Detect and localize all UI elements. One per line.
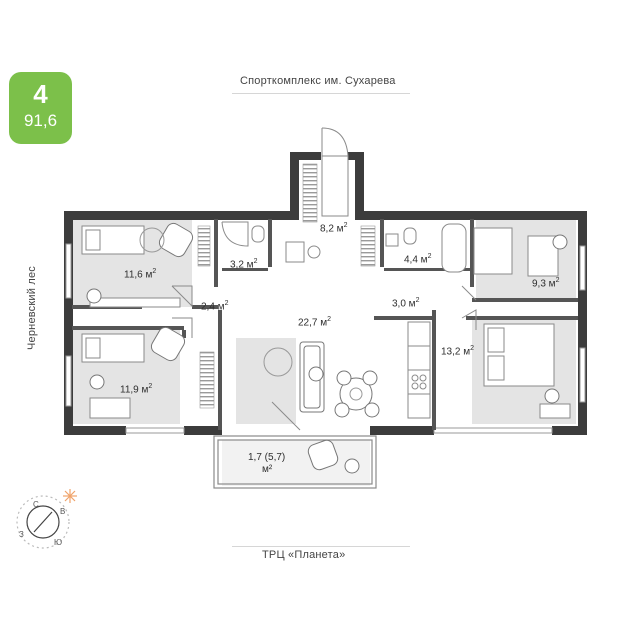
compass-east: В — [60, 507, 66, 516]
room-bath-left: 3,2 м2 — [230, 258, 258, 271]
beds — [81, 225, 555, 387]
balcony-door — [321, 127, 349, 217]
landmark-top-label: Спорткомплекс им. Сухарева — [240, 75, 396, 87]
room-corridor-top: 8,2 м2 — [320, 222, 348, 235]
apartment-badge: 4 91,6 — [9, 72, 72, 144]
room-loggia: 1,7 (5,7) — [248, 452, 286, 463]
interior-walls — [72, 219, 578, 430]
loggia-furniture — [344, 458, 360, 474]
room-bedroom-se: 13,2 м2 — [441, 345, 475, 358]
loggia-frame — [213, 435, 377, 489]
room-bedroom-sw: 11,9 м2 — [120, 383, 153, 396]
door-swings — [171, 285, 477, 431]
kitchen-unit — [407, 321, 431, 419]
living-furniture — [299, 341, 380, 418]
total-area: 91,6 — [23, 111, 58, 130]
sun-icon — [63, 489, 77, 503]
compass-south: Ю — [54, 538, 63, 547]
exterior-walls — [64, 152, 587, 435]
room-bedroom-ne: 9,3 м2 — [532, 277, 560, 290]
armchairs — [150, 222, 339, 471]
landmark-top-divider — [232, 93, 410, 94]
bathroom-fixtures — [221, 221, 467, 273]
compass — [16, 495, 70, 549]
room-loggia-unit: м² — [262, 464, 273, 475]
room-bath-right: 4,4 м2 — [404, 253, 432, 266]
floor-living-rug — [236, 338, 296, 424]
room-hall-left: 2,4 м2 — [201, 300, 229, 313]
chairs — [86, 234, 568, 404]
room-count: 4 — [33, 79, 48, 109]
compass-west: З — [19, 530, 24, 539]
room-bedroom-nw: 11,6 м2 — [124, 268, 157, 281]
landmark-bottom-divider — [232, 546, 410, 547]
landmark-bottom-label: ТРЦ «Планета» — [262, 549, 346, 561]
compass-north: С — [33, 500, 39, 509]
room-living: 22,7 м2 — [298, 316, 332, 329]
windows — [65, 243, 586, 434]
rugs-round — [139, 227, 293, 377]
room-hall-right: 3,0 м2 — [392, 297, 420, 310]
